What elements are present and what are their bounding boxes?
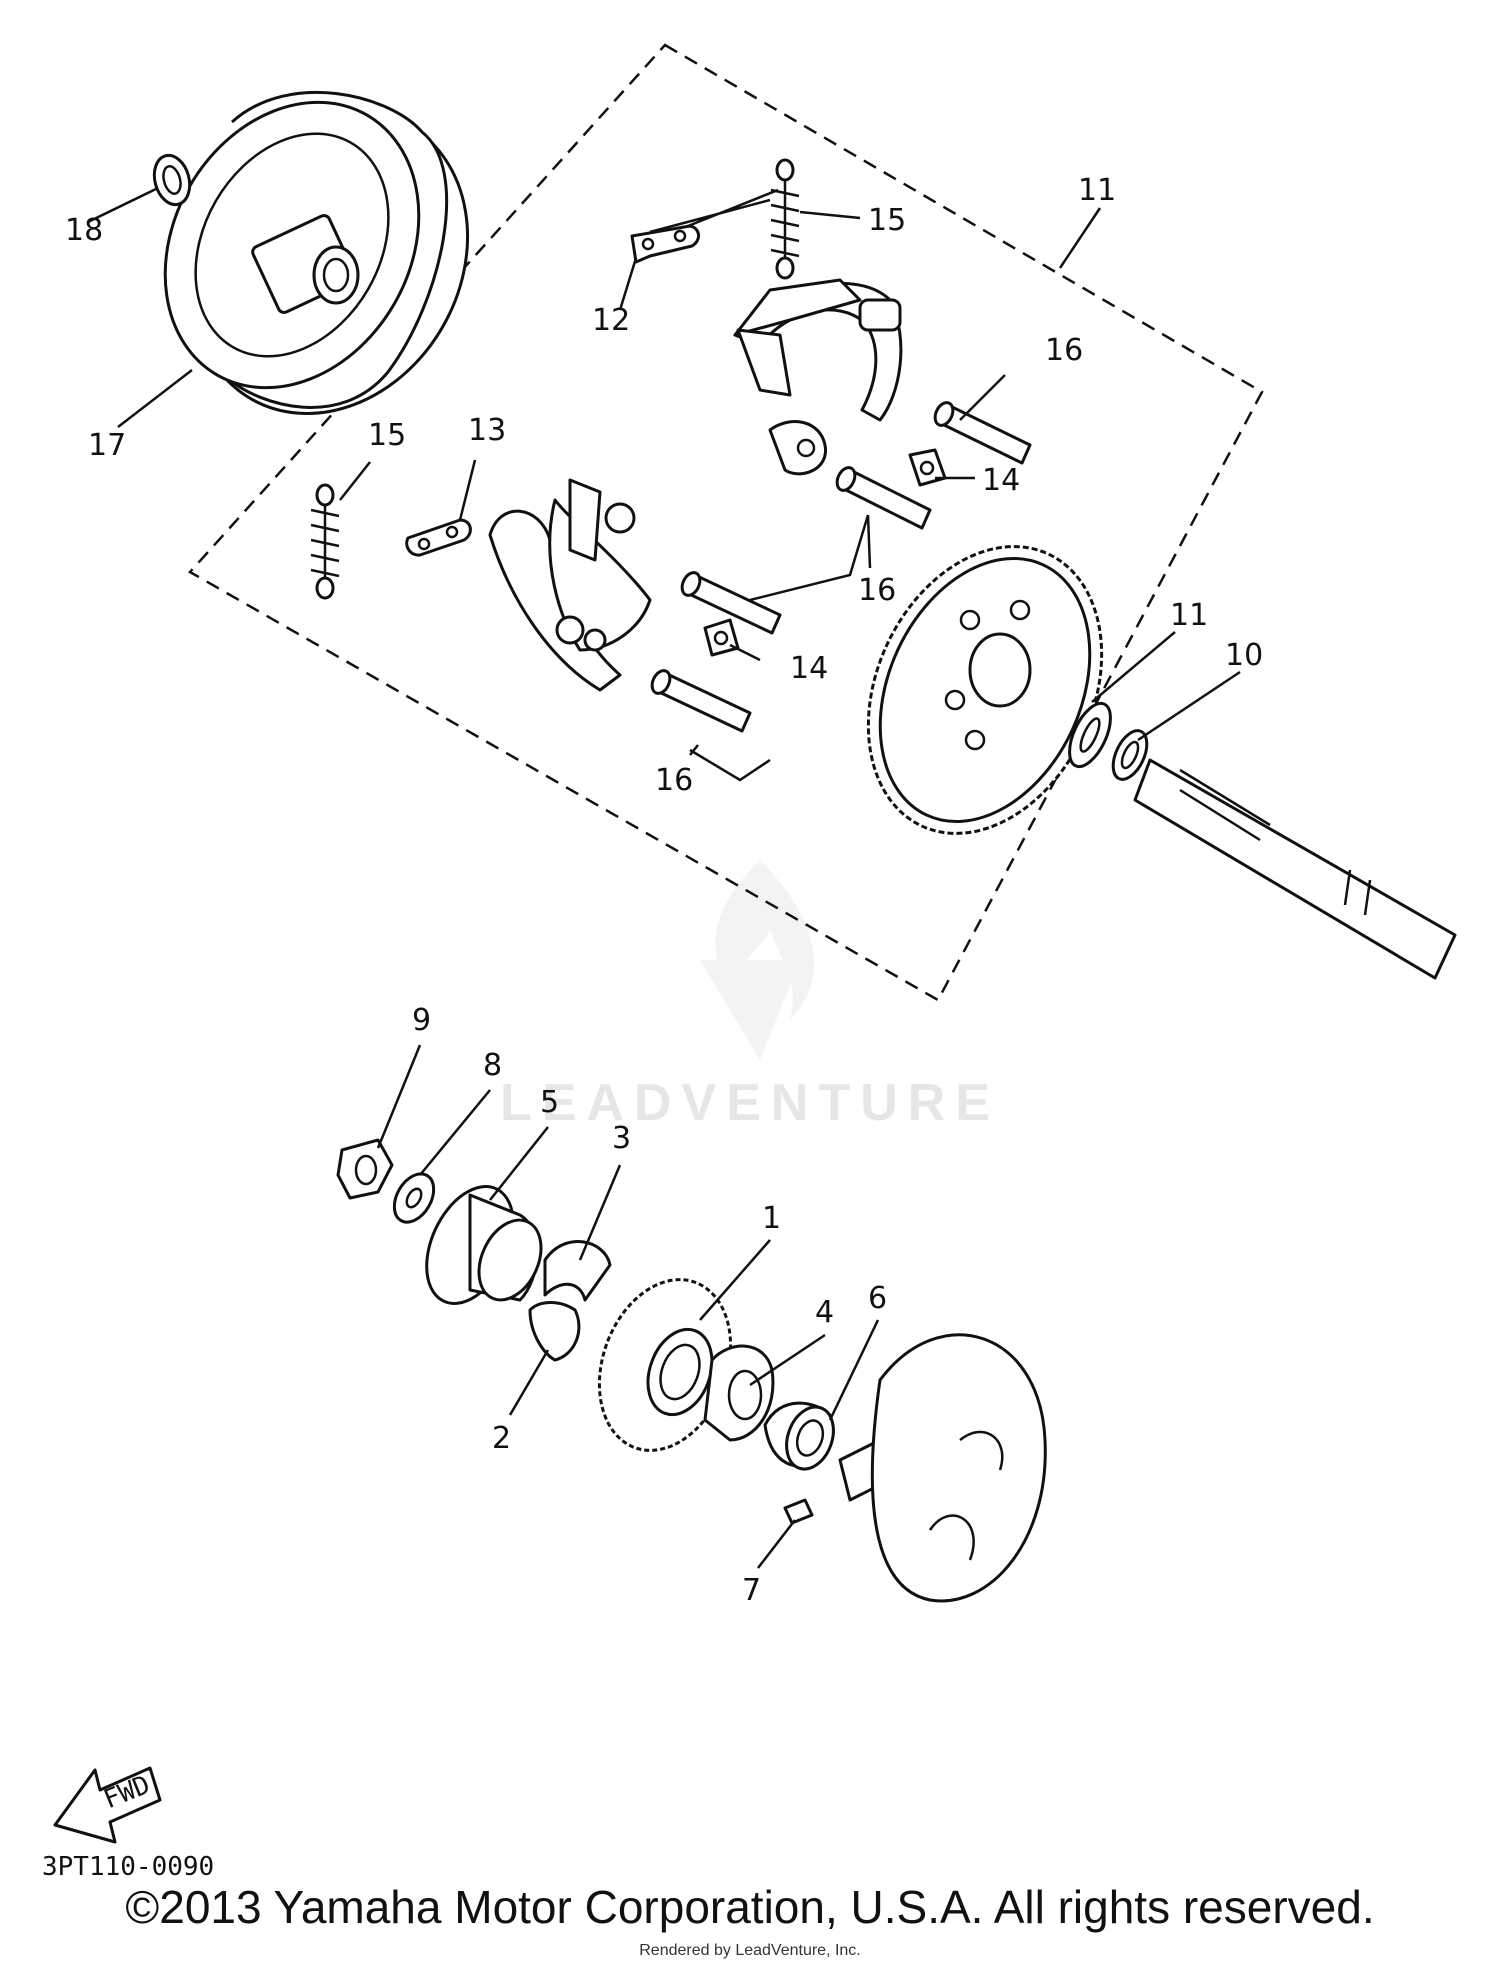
spring-15-lower — [310, 483, 340, 600]
balancer-weight — [838, 1333, 1047, 1603]
callout-16-b: 16 — [858, 573, 896, 608]
pin-16-d — [650, 669, 752, 733]
watermark-text: LEADVENTURE — [500, 1074, 1000, 1132]
fwd-arrow-icon: FWD — [53, 1766, 162, 1844]
callout-5: 5 — [540, 1085, 559, 1120]
bearing-6 — [763, 1401, 835, 1471]
collar-14-lower — [703, 618, 740, 657]
callout-15-lower: 15 — [368, 418, 406, 453]
washer-8 — [392, 1172, 436, 1224]
clutch-assembly-boundary — [188, 43, 1264, 1002]
callout-11: 11 — [1170, 598, 1208, 633]
callout-4: 4 — [815, 1295, 834, 1330]
circlip-18 — [152, 153, 192, 207]
collar-2 — [528, 1301, 581, 1362]
pin-16-c — [680, 571, 782, 635]
callout-16-c: 16 — [655, 763, 693, 798]
one-way-clutch-5 — [425, 1185, 543, 1305]
spring-15-upper — [770, 158, 800, 280]
callout-16-a: 16 — [1045, 333, 1083, 368]
primary-shaft — [1133, 758, 1457, 980]
collar-3 — [543, 1240, 612, 1302]
plate-13-lower — [405, 518, 472, 557]
callout-10: 10 — [1225, 638, 1263, 673]
clutch-housing — [163, 91, 470, 415]
callout-14-lower: 14 — [790, 651, 828, 686]
callout-18: 18 — [65, 213, 103, 248]
callout-2: 2 — [492, 1421, 511, 1456]
callout-8: 8 — [483, 1048, 502, 1083]
clutch-shoe-lower — [488, 478, 652, 692]
callout-15-upper: 15 — [868, 203, 906, 238]
circlip-10 — [1111, 729, 1149, 781]
leader-lines — [87, 186, 1241, 1569]
callout-9: 9 — [412, 1003, 431, 1038]
diagram-id: 3PT110-0090 — [42, 1852, 214, 1882]
callout-17: 17 — [88, 428, 126, 463]
collar-14-upper — [908, 448, 947, 487]
leadventure-watermark-logo — [700, 860, 814, 1060]
callout-1: 1 — [762, 1201, 781, 1236]
washer-11 — [1068, 701, 1112, 769]
callout-6: 6 — [868, 1281, 887, 1316]
plate-13-upper — [630, 224, 700, 264]
callout-14-upper: 14 — [982, 463, 1020, 498]
callout-3: 3 — [612, 1121, 631, 1156]
callout-numbers: 18 17 11 15 12 16 14 15 13 16 14 16 11 1… — [65, 173, 1263, 1608]
rendered-by-notice: Rendered by LeadVenture, Inc. — [639, 1942, 861, 1959]
callout-7: 7 — [742, 1573, 761, 1608]
pin-16-b — [835, 466, 932, 530]
plate-4 — [703, 1344, 775, 1442]
callout-13-lower: 13 — [468, 413, 506, 448]
primary-driven-gear — [866, 545, 1104, 835]
copyright-notice: ©2013 Yamaha Motor Corporation, U.S.A. A… — [125, 1881, 1375, 1933]
callout-12: 11 — [1078, 173, 1116, 208]
key-7 — [783, 1498, 814, 1525]
clutch-shoe-upper — [733, 278, 903, 476]
pin-16-a — [933, 401, 1032, 465]
callout-13-upper: 12 — [592, 303, 630, 338]
nut-9 — [336, 1138, 394, 1200]
